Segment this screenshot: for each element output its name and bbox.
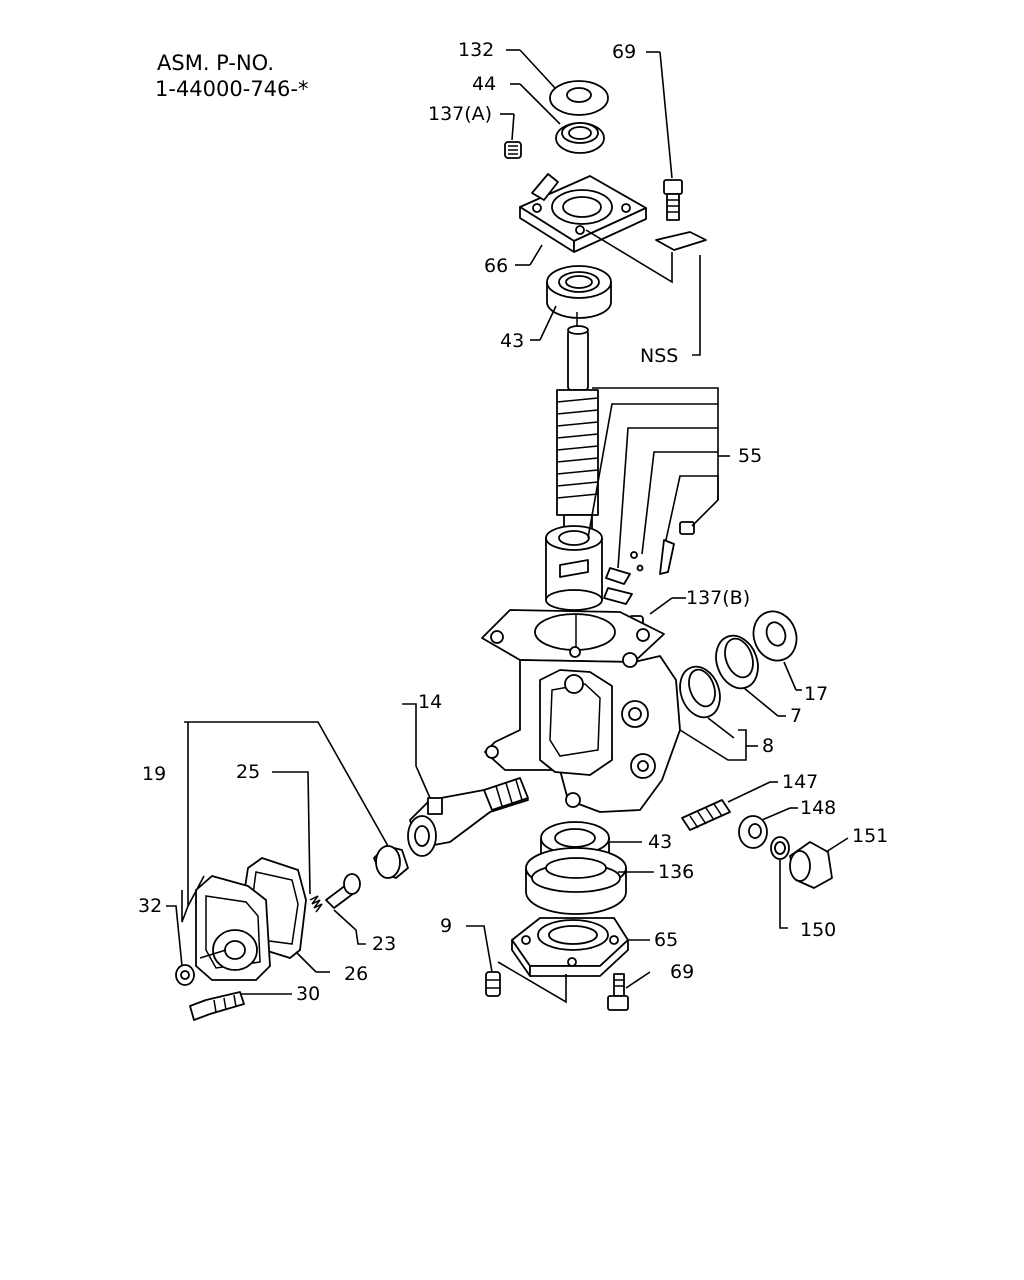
assembly-title: ASM. P-NO. bbox=[157, 51, 274, 75]
part-8-seal bbox=[679, 665, 721, 719]
part-32-nut bbox=[175, 964, 195, 986]
part-43-top-bearing bbox=[546, 265, 612, 319]
part-7-ring bbox=[715, 634, 759, 690]
part-148-nut bbox=[738, 815, 768, 849]
part-132-dust-cover bbox=[549, 80, 609, 116]
part-55-worm-shaft bbox=[556, 312, 599, 530]
label-132: 132 bbox=[458, 39, 494, 61]
label-23: 23 bbox=[372, 933, 396, 955]
label-43-top: 43 bbox=[500, 330, 524, 352]
label-151: 151 bbox=[852, 825, 888, 847]
label-32: 32 bbox=[138, 895, 162, 917]
part-30-bolt bbox=[189, 991, 245, 1021]
leader-lines bbox=[166, 49, 849, 1004]
part-nss-shim bbox=[655, 231, 707, 251]
label-69-bottom: 69 bbox=[670, 961, 694, 983]
gear-housing bbox=[481, 609, 681, 813]
part-55-ball-nut bbox=[545, 525, 603, 611]
part-66-upper-cover bbox=[519, 173, 647, 253]
part-25-spring bbox=[309, 895, 323, 913]
part-69-bottom-bolt bbox=[607, 973, 629, 1011]
label-7: 7 bbox=[790, 705, 802, 727]
label-8: 8 bbox=[762, 735, 774, 757]
label-9: 9 bbox=[440, 915, 452, 937]
label-65: 65 bbox=[654, 929, 678, 951]
label-26: 26 bbox=[344, 963, 368, 985]
part-9-bolt bbox=[485, 971, 501, 997]
part-69-top-bolt bbox=[663, 179, 683, 221]
label-66: 66 bbox=[484, 255, 508, 277]
label-nss: NSS bbox=[640, 345, 678, 367]
label-148: 148 bbox=[800, 797, 836, 819]
part-17-lock-nut bbox=[752, 610, 798, 662]
callout-labels: 132 44 137(A) 69 66 43 NSS 55 137(B) 17 … bbox=[138, 39, 888, 1005]
part-55-ball-guides bbox=[603, 521, 695, 605]
part-19-side-cover bbox=[195, 875, 271, 981]
label-69-top: 69 bbox=[612, 41, 636, 63]
part-147-adjust-screw bbox=[681, 799, 731, 831]
label-44: 44 bbox=[472, 73, 496, 95]
part-151-cap bbox=[789, 841, 833, 889]
label-43-bottom: 43 bbox=[648, 831, 672, 853]
label-147: 147 bbox=[782, 771, 818, 793]
part-14-sector-shaft bbox=[407, 777, 529, 857]
assembly-part-number: 1-44000-746-* bbox=[155, 77, 308, 101]
part-136-seal bbox=[525, 847, 627, 915]
part-44-oil-seal bbox=[555, 122, 605, 154]
part-150-washer bbox=[770, 836, 790, 860]
label-137a: 137(A) bbox=[428, 103, 492, 125]
part-65-lower-cover bbox=[511, 917, 629, 977]
label-25: 25 bbox=[236, 761, 260, 783]
label-14: 14 bbox=[418, 691, 442, 713]
part-seal-left bbox=[373, 845, 409, 879]
label-17: 17 bbox=[804, 683, 828, 705]
label-137b: 137(B) bbox=[686, 587, 750, 609]
label-30: 30 bbox=[296, 983, 320, 1005]
label-55: 55 bbox=[738, 445, 762, 467]
label-136: 136 bbox=[658, 861, 694, 883]
label-19: 19 bbox=[142, 763, 166, 785]
label-150: 150 bbox=[800, 919, 836, 941]
part-137a-fitting bbox=[504, 141, 522, 159]
part-23-bolt bbox=[325, 873, 361, 909]
